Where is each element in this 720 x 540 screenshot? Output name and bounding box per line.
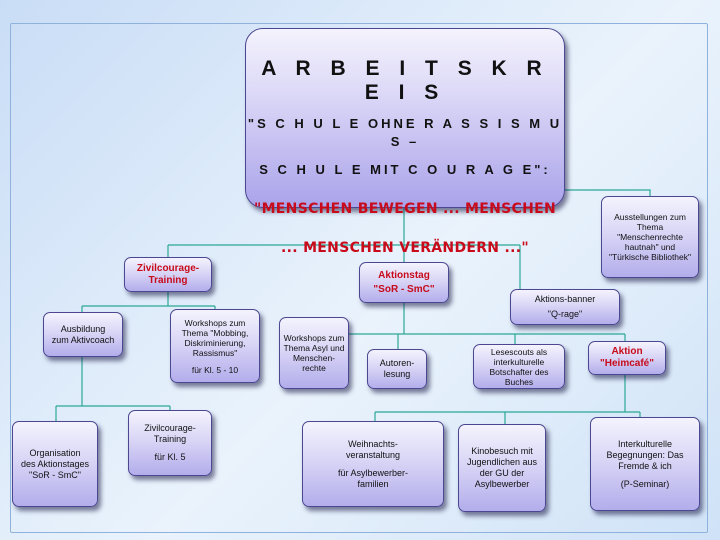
node-text: "Q-rage" — [547, 309, 583, 319]
node-zivilcourage-kl5: Zivilcourage-Training für Kl. 5 — [128, 410, 212, 476]
node-aktionstag: Aktionstag "SoR - SmC" — [359, 262, 449, 303]
node-text: Ausstellungen zum Thema — [614, 212, 686, 232]
node-text: "Türkische Bibliothek" — [608, 252, 692, 262]
node-text: Kinobesuch mit Jugendlichen aus der GU d… — [466, 446, 538, 489]
node-text: Ausbildung — [60, 323, 106, 334]
motto-line-2: ... MENSCHEN VERÄNDERN ..." — [281, 240, 529, 256]
node-text: Zivilcourage- — [136, 262, 200, 274]
node-text: Interkulturelle Begegnungen: Das Fremde … — [606, 438, 684, 471]
node-text: Aktion — [611, 346, 643, 357]
node-text: für Kl. 5 — [154, 452, 186, 462]
node-organisation-aktionstag: Organisation des Aktionstages "SoR - SmC… — [12, 421, 98, 507]
node-text: Lesescouts als interkulturelle Botschaft… — [489, 346, 549, 387]
node-text: Autoren- — [379, 358, 415, 368]
node-workshops-mobbing: Workshops zum Thema "Mobbing, Diskrimini… — [170, 309, 260, 383]
node-ausbildung-aktivcoach: Ausbildung zum Aktivcoach — [43, 312, 123, 357]
node-text: für Asylbewerber-familien — [337, 467, 409, 489]
node-kinobesuch: Kinobesuch mit Jugendlichen aus der GU d… — [458, 424, 546, 512]
slide-frame — [10, 23, 708, 533]
node-text: Workshops zum Thema "Mobbing, Diskrimini… — [181, 317, 249, 358]
node-text: Workshops zum Thema Asyl und Menschen-re… — [283, 333, 345, 373]
node-text: zum Aktivcoach — [51, 334, 115, 345]
node-text: "SoR - SmC" — [29, 469, 81, 480]
node-aktion-heimcafe: Aktion "Heimcafé" — [588, 341, 666, 375]
node-lesescouts: Lesescouts als interkulturelle Botschaft… — [473, 344, 565, 389]
node-workshops-asyl: Workshops zum Thema Asyl und Menschen-re… — [279, 317, 349, 389]
motto-line-1: "MENSCHEN BEWEGEN ... MENSCHEN — [253, 201, 556, 217]
node-text: Training — [148, 274, 188, 286]
node-aktions-banner: Aktions-banner "Q-rage" — [510, 289, 620, 325]
node-zivilcourage-training: Zivilcourage- Training — [124, 257, 212, 292]
node-text: Organisation — [29, 447, 81, 458]
node-text: lesung — [383, 369, 411, 379]
node-weihnachtsveranstaltung: Weihnachts-veranstaltung für Asylbewerbe… — [302, 421, 444, 507]
node-text: für Kl. 5 - 10 — [191, 364, 239, 375]
node-text: "Menschenrechte hautnah" und — [617, 232, 683, 252]
node-text: (P-Seminar) — [620, 478, 670, 489]
title-line-3: S C H U L E MIT C O U R A G E": — [259, 162, 551, 177]
node-text: Zivilcourage-Training — [144, 423, 196, 444]
node-text: Aktionstag — [378, 269, 430, 281]
node-text: "Heimcafé" — [600, 358, 654, 369]
node-text: Aktions-banner — [534, 294, 596, 304]
node-text: "SoR - SmC" — [373, 283, 435, 295]
title-box: A R B E I T S K R E I S "S C H U L E OHN… — [245, 28, 565, 256]
node-ausstellungen: Ausstellungen zum Thema "Menschenrechte … — [601, 196, 699, 278]
title-line-2: "S C H U L E OHNE R A S S I S M U S – — [247, 116, 563, 149]
node-text: Weihnachts-veranstaltung — [345, 438, 401, 460]
node-interkulturelle-begegnungen: Interkulturelle Begegnungen: Das Fremde … — [590, 417, 700, 511]
title-heading: A R B E I T S K R E I S — [261, 57, 549, 104]
node-text: des Aktionstages — [20, 458, 90, 469]
node-autorenlesung: Autoren- lesung — [367, 349, 427, 389]
